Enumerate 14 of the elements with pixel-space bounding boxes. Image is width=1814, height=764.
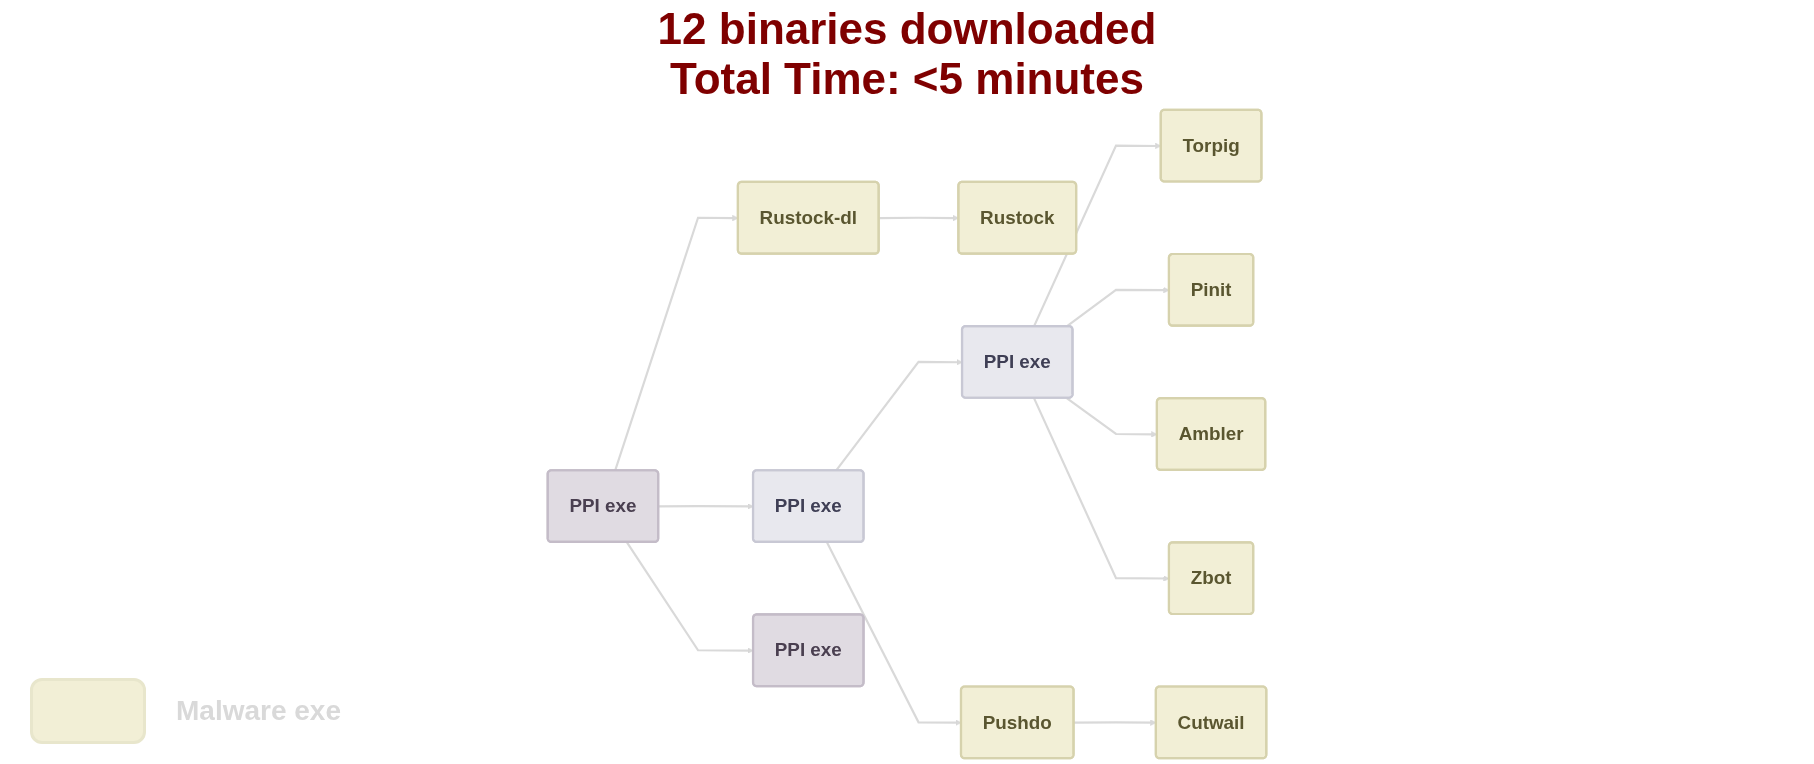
- process-box: Zbot: [1167, 541, 1255, 616]
- process-box: Pushdo: [959, 685, 1075, 760]
- process-box: Rustock: [957, 180, 1078, 255]
- process-box: Pinit: [1167, 252, 1255, 327]
- process-box: PPI exe: [960, 324, 1074, 399]
- process-box: PPI exe: [751, 613, 865, 688]
- process-box: Cutwail: [1154, 685, 1268, 760]
- process-box: PPI exe: [546, 469, 660, 544]
- headline-text: Total Time: <5 minutes: [670, 54, 1144, 104]
- process-box: Rustock-dl: [736, 180, 880, 255]
- process-box: Ambler: [1155, 397, 1267, 471]
- process-box: PPI exe: [751, 469, 865, 544]
- process-box: Torpig: [1159, 108, 1263, 183]
- headline-text: 12 binaries downloaded: [657, 4, 1157, 54]
